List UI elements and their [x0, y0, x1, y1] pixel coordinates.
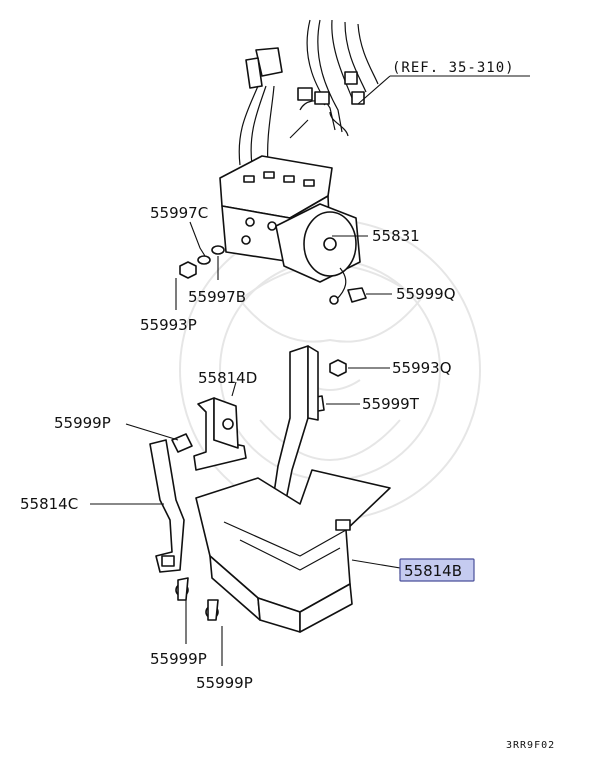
part-label-55831: 55831: [372, 227, 420, 245]
part-label-55999Q: 55999Q: [396, 285, 456, 303]
part-label-55993P: 55993P: [140, 316, 197, 334]
harness-connector: [238, 47, 283, 166]
bolts: [171, 433, 219, 621]
part-label-55999P-upper: 55999P: [54, 414, 111, 432]
part-label-55814C: 55814C: [20, 495, 78, 513]
bracket-55814B: [195, 469, 391, 633]
bracket-55814C: [149, 439, 185, 573]
part-label-55999T: 55999T: [362, 395, 420, 413]
part-label-55997C: 55997C: [150, 204, 208, 222]
part-label-55814B-highlight[interactable]: 55814B: [399, 558, 475, 582]
stay-bracket: [269, 345, 319, 521]
brake-pipes: [297, 19, 379, 137]
part-label-55814D: 55814D: [198, 369, 257, 387]
part-label-55814B[interactable]: 55814B: [404, 562, 462, 580]
motor: [275, 203, 361, 305]
part-label-55999P-bottom: 55999P: [196, 674, 253, 692]
part-label-55993Q: 55993Q: [392, 359, 452, 377]
part-label-55999P-lower: 55999P: [150, 650, 207, 668]
highlight-box: [399, 558, 475, 582]
diagram-code: 3RR9F02: [506, 740, 555, 751]
bracket-55814D: [193, 397, 247, 471]
reference-label: (REF. 35-310): [392, 60, 515, 76]
part-label-55997B: 55997B: [188, 288, 246, 306]
